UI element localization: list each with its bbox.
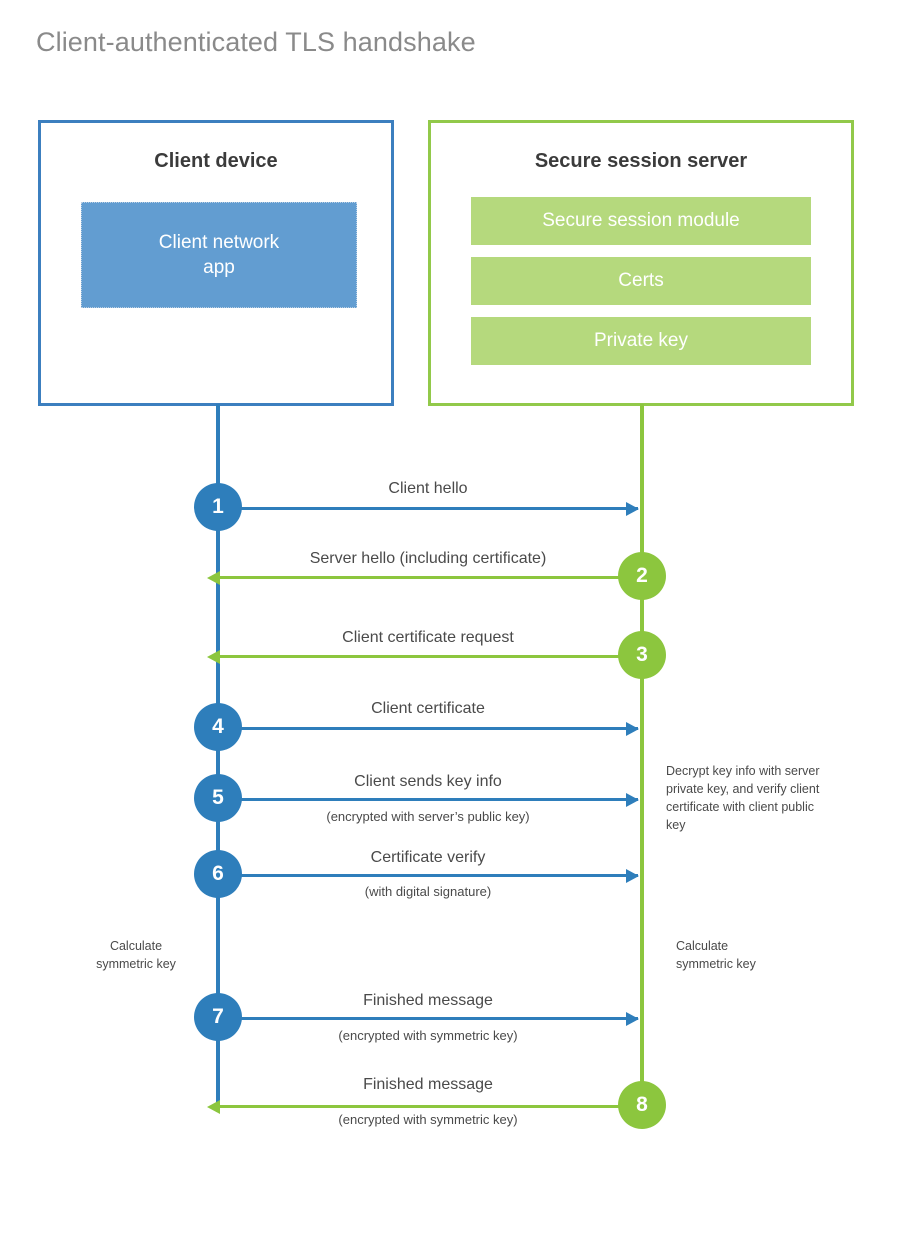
arrowhead-icon xyxy=(626,501,639,516)
step-number-badge-3: 3 xyxy=(618,631,666,679)
calc-server-line-2: symmetric key xyxy=(676,957,756,972)
client-calculate-symmetric-key-note: Calculate symmetric key xyxy=(56,937,216,973)
server-component-certs: Certs xyxy=(471,257,811,305)
step-number-badge-2: 2 xyxy=(618,552,666,600)
step-3-message-label: Client certificate request xyxy=(342,629,514,646)
client-app-line-1: Client network xyxy=(158,231,280,253)
client-device-title: Client device xyxy=(154,150,278,172)
step-5-message-sublabel: (encrypted with server’s public key) xyxy=(326,809,530,824)
step-6-message-label: Certificate verify xyxy=(370,849,486,866)
arrowhead-icon xyxy=(626,792,639,807)
secure-session-server-title: Secure session server xyxy=(534,150,748,172)
step-5-message-label: Client sends key info xyxy=(354,773,502,790)
step-5-arrow-client-to-server xyxy=(218,792,639,807)
server-lifeline xyxy=(640,404,644,1106)
client-lifeline xyxy=(216,404,220,1112)
step-3-arrow-server-to-client xyxy=(207,649,640,664)
arrowhead-icon xyxy=(626,868,639,883)
secure-session-server-box: Secure session server Secure session mod… xyxy=(428,120,854,406)
step-number-badge-7: 7 xyxy=(194,993,242,1041)
step-number-badge-4: 4 xyxy=(194,703,242,751)
calc-client-line-1: Calculate xyxy=(109,939,163,953)
server-component-secure-session-module: Secure session module xyxy=(471,197,811,245)
step-2-message-label: Server hello (including certificate) xyxy=(309,550,547,567)
step-6-message-sublabel: (with digital signature) xyxy=(364,884,492,899)
step-1-arrow-client-to-server xyxy=(218,501,639,516)
step-7-message-label: Finished message xyxy=(363,992,493,1009)
server-calculate-symmetric-key-note: Calculate symmetric key xyxy=(676,937,836,973)
step-8-message-sublabel: (encrypted with symmetric key) xyxy=(338,1112,518,1127)
page-title: Client-authenticated TLS handshake xyxy=(36,27,476,57)
step-number-badge-1: 1 xyxy=(194,483,242,531)
step-1-message-label: Client hello xyxy=(388,480,468,497)
arrowhead-icon xyxy=(626,721,639,736)
calc-client-line-2: symmetric key xyxy=(96,957,176,972)
client-network-app-label: Client network app xyxy=(159,230,279,280)
step-8-message-label: Finished message xyxy=(363,1076,493,1093)
step-7-message-sublabel: (encrypted with symmetric key) xyxy=(338,1028,518,1043)
arrowhead-icon xyxy=(626,1011,639,1026)
step-2-arrow-server-to-client xyxy=(207,570,640,585)
step-6-arrow-client-to-server xyxy=(218,868,639,883)
server-decrypt-note: Decrypt key info with server private key… xyxy=(666,764,820,833)
calc-server-line-1: Calculate xyxy=(676,939,729,953)
step-number-badge-6: 6 xyxy=(194,850,242,898)
step-4-arrow-client-to-server xyxy=(218,721,639,736)
client-app-line-2: app xyxy=(203,257,235,278)
step-number-badge-5: 5 xyxy=(194,774,242,822)
arrowhead-icon xyxy=(207,649,220,664)
arrowhead-icon xyxy=(207,570,220,585)
step-7-arrow-client-to-server xyxy=(218,1011,639,1026)
server-component-list: Secure session module Certs Private key xyxy=(471,197,811,377)
arrowhead-icon xyxy=(207,1099,220,1114)
client-network-app-block: Client network app xyxy=(81,202,357,308)
client-device-box: Client device Client network app xyxy=(38,120,394,406)
step-number-badge-8: 8 xyxy=(618,1081,666,1129)
server-component-private-key: Private key xyxy=(471,317,811,365)
step-4-message-label: Client certificate xyxy=(371,700,485,717)
step-8-arrow-server-to-client xyxy=(207,1099,640,1114)
